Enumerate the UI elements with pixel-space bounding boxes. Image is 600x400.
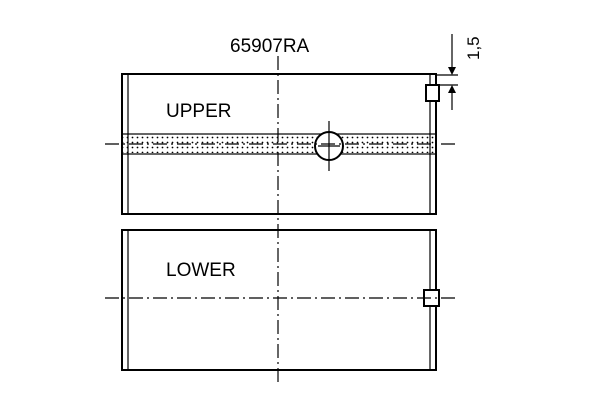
upper-locating-tab bbox=[425, 84, 440, 102]
upper-label: UPPER bbox=[166, 101, 231, 122]
lower-shell: LOWER bbox=[121, 229, 440, 371]
dimension-arrow-down bbox=[448, 67, 456, 75]
tab-dimension: 1,5 bbox=[436, 34, 483, 110]
dimension-value-label: 1,5 bbox=[464, 36, 483, 60]
lower-shell-outline bbox=[121, 229, 437, 371]
dimension-arrow-up bbox=[448, 85, 456, 93]
part-number-label: 65907RA bbox=[230, 36, 310, 57]
lower-label: LOWER bbox=[166, 260, 236, 281]
